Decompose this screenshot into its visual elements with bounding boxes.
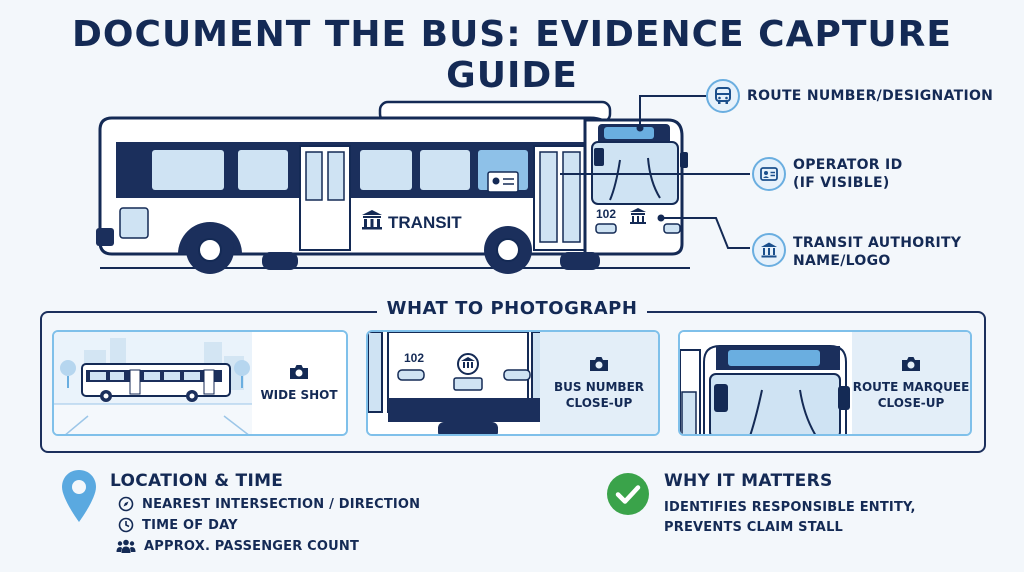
- bus-number-label-line1: BUS NUMBER: [553, 380, 645, 394]
- wide-shot-illustration: [54, 332, 256, 434]
- wide-shot-side: WIDE SHOT: [252, 332, 346, 434]
- bus-number-label-line2: CLOSE-UP: [565, 396, 633, 410]
- location-item-time-text: TIME OF DAY: [142, 517, 238, 533]
- photo-card-wide-shot: WIDE SHOT: [52, 330, 348, 436]
- location-item-time: TIME OF DAY: [118, 517, 238, 533]
- closeup-bus-number: 102: [404, 351, 424, 365]
- photograph-title: WHAT TO PHOTOGRAPH: [376, 298, 648, 319]
- why-line2: PREVENTS CLAIM STALL: [664, 520, 844, 535]
- location-title: LOCATION & TIME: [110, 471, 284, 491]
- photo-card-bus-number: 102 BUS NUMBER CLOSE-UP: [366, 330, 660, 436]
- route-marquee-side: ROUTE MARQUEE CLOSE-UP: [852, 332, 970, 434]
- bus-number: 102: [596, 207, 616, 221]
- callout-connectors: [560, 95, 750, 249]
- transit-building-icon: [752, 233, 786, 267]
- clock-icon: [118, 517, 134, 533]
- camera-icon: [902, 357, 920, 371]
- page-title: DOCUMENT THE BUS: EVIDENCE CAPTURE GUIDE: [72, 14, 952, 96]
- bus-illustration: TRANSIT 102: [96, 100, 690, 274]
- closeup-marquee: [728, 350, 820, 366]
- compass-icon: [118, 496, 134, 512]
- camera-icon: [590, 357, 608, 371]
- callout-authority-line2: NAME/LOGO: [793, 253, 891, 269]
- bus-number-side: BUS NUMBER CLOSE-UP: [540, 332, 658, 434]
- callout-operator-line1: OPERATOR ID: [793, 157, 903, 173]
- photo-card-route-marquee: ROUTE MARQUEE CLOSE-UP: [678, 330, 972, 436]
- callout-operator-label: OPERATOR ID (IF VISIBLE): [793, 156, 903, 192]
- route-marquee-label-line1: ROUTE MARQUEE: [852, 380, 970, 394]
- camera-icon: [290, 365, 308, 379]
- front-wheel: [484, 226, 532, 274]
- location-item-intersection-text: NEAREST INTERSECTION / DIRECTION: [142, 496, 421, 512]
- callout-authority-label: TRANSIT AUTHORITY NAME/LOGO: [793, 234, 961, 270]
- check-circle-icon: [607, 473, 649, 515]
- location-item-intersection: NEAREST INTERSECTION / DIRECTION: [118, 496, 420, 512]
- route-marquee-label: ROUTE MARQUEE CLOSE-UP: [853, 379, 970, 411]
- route-marquee-illustration: [680, 332, 856, 434]
- bus-number-illustration: 102: [368, 332, 544, 434]
- operator-id-card: [487, 171, 519, 193]
- people-icon: [116, 539, 136, 553]
- id-card-icon: [752, 157, 786, 191]
- wide-shot-label: WIDE SHOT: [260, 388, 338, 402]
- location-item-passengers: APPROX. PASSENGER COUNT: [116, 538, 359, 554]
- front-logo-icon: [630, 208, 646, 224]
- location-item-passengers-text: APPROX. PASSENGER COUNT: [144, 538, 360, 554]
- bus-icon: [706, 79, 740, 113]
- bus-number-label: BUS NUMBER CLOSE-UP: [554, 379, 644, 411]
- photograph-title-wrap: WHAT TO PHOTOGRAPH: [0, 298, 1024, 319]
- side-logo-icon: [362, 210, 382, 230]
- rear-wheel: [178, 222, 242, 274]
- callout-route-label: ROUTE NUMBER/DESIGNATION: [747, 88, 994, 104]
- route-marquee-label-line2: CLOSE-UP: [877, 396, 945, 410]
- why-title: WHY IT MATTERS: [664, 471, 833, 491]
- why-description: IDENTIFIES RESPONSIBLE ENTITY, PREVENTS …: [664, 498, 916, 538]
- callout-operator-line2: (IF VISIBLE): [793, 175, 890, 191]
- side-logo-text: TRANSIT: [388, 213, 462, 232]
- why-line1: IDENTIFIES RESPONSIBLE ENTITY,: [664, 500, 916, 515]
- location-pin-icon: [62, 470, 96, 522]
- callout-authority-line1: TRANSIT AUTHORITY: [793, 235, 962, 251]
